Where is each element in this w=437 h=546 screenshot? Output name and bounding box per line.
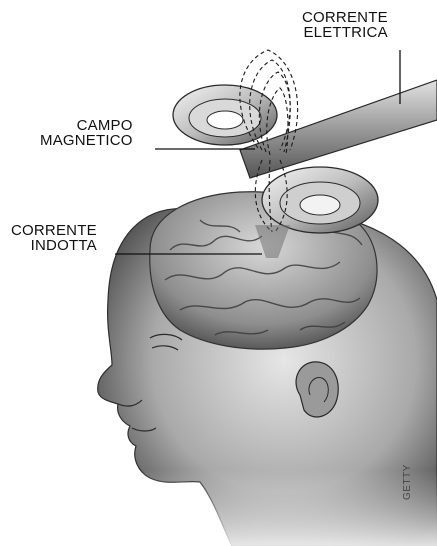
label-induced-current: CORRENTE INDOTTA bbox=[11, 223, 97, 253]
label-magnetic-field-line2: MAGNETICO bbox=[40, 133, 133, 148]
image-credit: GETTY bbox=[402, 464, 413, 500]
label-induced-current-line2: INDOTTA bbox=[11, 238, 97, 253]
label-electric-current: CORRENTE ELETTRICA bbox=[302, 10, 388, 40]
label-electric-current-line1: CORRENTE bbox=[302, 10, 388, 25]
label-electric-current-line2: ELETTRICA bbox=[302, 25, 388, 40]
label-induced-current-line1: CORRENTE bbox=[11, 223, 97, 238]
label-magnetic-field: CAMPO MAGNETICO bbox=[40, 118, 133, 148]
coil-right-loop bbox=[262, 167, 378, 233]
label-magnetic-field-line1: CAMPO bbox=[40, 118, 133, 133]
